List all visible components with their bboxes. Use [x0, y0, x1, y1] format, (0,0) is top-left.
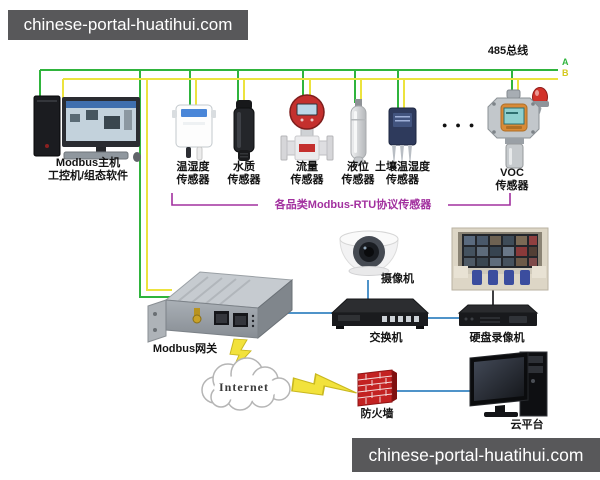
gateway-illustration — [147, 271, 294, 343]
label-line: 传感器 — [341, 174, 375, 186]
internet-cloud-icon — [201, 357, 291, 411]
camera-illustration — [339, 230, 399, 276]
wire-b-label: B — [562, 68, 569, 78]
dvr-label: 硬盘录像机 — [469, 332, 525, 344]
flow-sensor-label: 流量 传感器 — [279, 161, 335, 187]
host-label-line2: 工控机/组态软件 — [47, 170, 129, 182]
label-line: 传感器 — [495, 180, 529, 192]
host-computer-illustration — [33, 95, 141, 162]
watermark-top: chinese-portal-huatihui.com — [8, 10, 248, 40]
cloud-platform-label: 云平台 — [510, 419, 544, 431]
label-line: 水质 — [233, 161, 255, 173]
voc-sensor-label: VOC 传感器 — [484, 167, 540, 193]
bus-wire-b-yellow — [62, 78, 558, 291]
more-sensors-ellipsis: ●●● — [442, 120, 483, 130]
label-line: 传感器 — [386, 174, 419, 186]
camera-lens-icon — [364, 247, 374, 257]
internet-label: Internet — [219, 380, 269, 394]
label-line: 土壤温湿度 — [375, 161, 430, 173]
firewall-illustration — [357, 369, 397, 407]
label-line: 传感器 — [176, 174, 210, 186]
control-room-illustration — [451, 227, 549, 291]
dvr-illustration — [457, 304, 539, 326]
watermark-bottom: chinese-portal-huatihui.com — [352, 438, 600, 472]
lightning-internet-firewall — [291, 373, 358, 396]
label-line: VOC — [500, 167, 524, 179]
label-line: 流量 — [296, 161, 318, 173]
rtu-bracket-label: 各品类Modbus-RTU协议传感器 — [258, 199, 448, 212]
bus-label: 485总线 — [487, 45, 529, 57]
flow-sensor-illustration — [280, 94, 334, 161]
wire-a-label: A — [562, 57, 569, 67]
level-sensor-illustration — [350, 99, 367, 166]
label-line: 传感器 — [290, 174, 324, 186]
water-quality-sensor-illustration — [233, 100, 255, 161]
video-wall-icon — [464, 236, 537, 266]
switch-label: 交换机 — [369, 332, 403, 344]
gateway-label: Modbus网关 — [152, 343, 218, 355]
camera-label: 摄像机 — [381, 273, 414, 285]
temp-humidity-sensor-illustration — [172, 104, 216, 161]
soil-sensor-label: 土壤温湿度 传感器 — [360, 161, 445, 187]
switch-illustration — [330, 298, 430, 329]
label-line: 传感器 — [227, 174, 261, 186]
soil-sensor-illustration — [388, 107, 417, 161]
label-line: 温湿度 — [176, 161, 210, 173]
voc-sensor-illustration — [487, 87, 549, 169]
host-label: Modbus主机 工控机/组态软件 — [22, 157, 154, 183]
cloud-platform-illustration — [469, 351, 548, 417]
bus-wire-a-green — [39, 69, 558, 298]
temp-humidity-sensor-label: 温湿度 传感器 — [165, 161, 221, 187]
water-quality-sensor-label: 水质 传感器 — [216, 161, 272, 187]
label-line: 液位 — [347, 161, 369, 173]
firewall-label: 防火墙 — [360, 408, 394, 420]
level-sensor-label: 液位 传感器 — [330, 161, 386, 187]
host-label-line1: Modbus主机 — [55, 157, 121, 169]
